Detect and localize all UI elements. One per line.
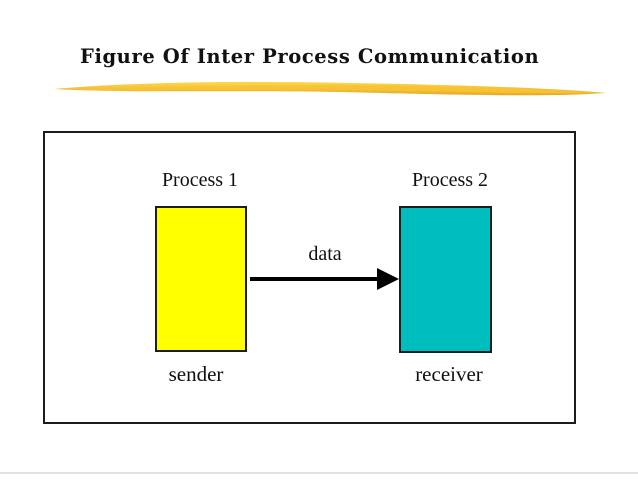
data-arrow-head-icon [377, 268, 399, 290]
process2-box [399, 206, 492, 353]
data-arrow-label: data [308, 243, 342, 265]
title-underline-brushstroke-icon [54, 81, 606, 96]
bottom-divider [0, 472, 638, 474]
process2-label: Process 2 [411, 169, 489, 191]
sender-label: sender [168, 362, 224, 386]
process1-box [155, 206, 247, 352]
receiver-label: receiver [415, 362, 483, 386]
slide-title: Figure Of Inter Process Communication [80, 45, 540, 68]
process1-label: Process 1 [161, 169, 239, 191]
data-arrow-shaft [250, 277, 382, 281]
